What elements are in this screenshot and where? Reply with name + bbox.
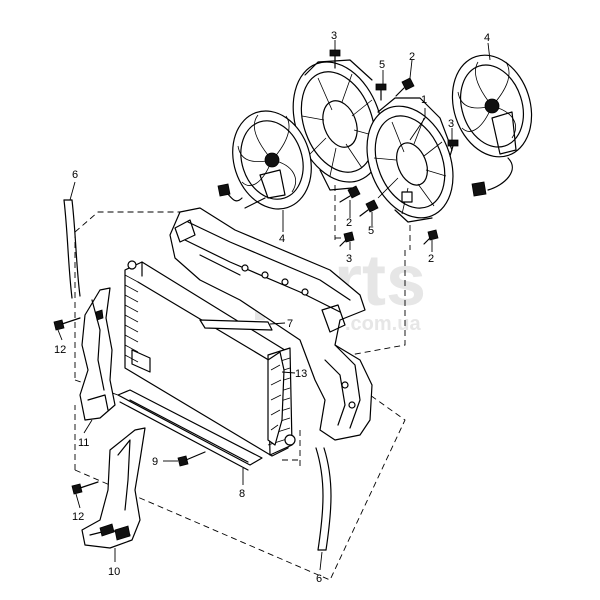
callout-12: 12 <box>54 344 66 356</box>
callout-5: 5 <box>368 225 374 237</box>
air-guide-upper-left <box>79 287 116 421</box>
callout-3: 3 <box>346 253 352 265</box>
screw-12-upper <box>53 317 81 331</box>
callout-4: 4 <box>484 32 490 44</box>
screw-3-right <box>447 139 459 157</box>
screw-2-mid <box>339 185 361 203</box>
callout-2: 2 <box>409 51 415 63</box>
hose-lower <box>315 447 332 551</box>
callout-8: 8 <box>239 488 245 500</box>
callout-1: 1 <box>421 94 427 106</box>
callout-3: 3 <box>331 30 337 42</box>
fan-right <box>451 54 533 197</box>
callout-3: 3 <box>448 118 454 130</box>
callout-6: 6 <box>316 573 322 585</box>
callout-labels: 3 5 2 1 4 3 6 4 2 5 3 2 7 12 13 11 9 8 1… <box>54 30 490 585</box>
callout-2: 2 <box>346 217 352 229</box>
callout-11: 11 <box>78 437 89 449</box>
screw-5-mid <box>359 199 379 217</box>
screw-2-top <box>395 77 415 97</box>
callout-5: 5 <box>379 59 385 71</box>
hose-upper <box>63 199 81 299</box>
callout-12: 12 <box>72 511 84 523</box>
fan-shroud-right <box>366 97 454 223</box>
lower-deflector <box>117 389 263 471</box>
side-seal-right <box>267 351 285 446</box>
upper-deflector <box>199 319 273 331</box>
callout-7: 7 <box>287 318 293 330</box>
lock-carrier <box>169 207 373 441</box>
fan-left <box>217 110 312 210</box>
callout-13: 13 <box>295 368 307 380</box>
callout-2: 2 <box>428 253 434 265</box>
screw-2-right <box>423 229 439 245</box>
watermark-subtext: .com.ua <box>345 313 421 335</box>
callout-6: 6 <box>72 169 78 181</box>
screw-12-lower <box>71 481 99 495</box>
callout-9: 9 <box>152 456 158 468</box>
callout-10: 10 <box>108 566 120 578</box>
screw-5-top <box>375 83 387 101</box>
fan-shroud-left <box>292 59 384 191</box>
air-guide-lower-left <box>81 427 146 549</box>
screw-9 <box>177 451 206 467</box>
leader-lines <box>57 40 491 571</box>
callout-4: 4 <box>279 233 285 245</box>
screw-3-mid <box>339 231 355 247</box>
screw-3-top <box>329 49 341 69</box>
